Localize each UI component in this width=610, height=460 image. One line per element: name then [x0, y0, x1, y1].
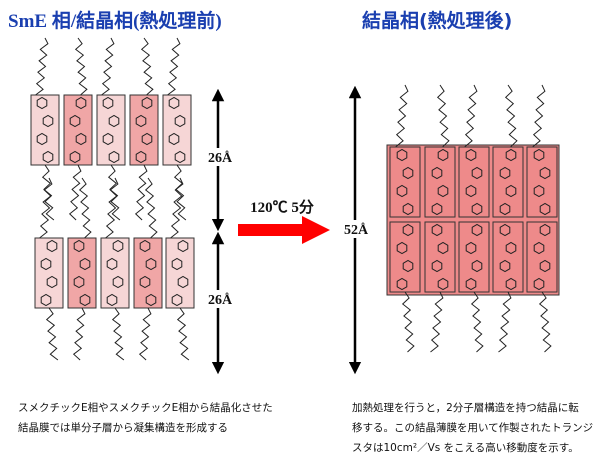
alkyl-chain: [498, 291, 512, 353]
alkyl-chain: [72, 307, 86, 361]
caption-after-line1: 加熱処理を行うと，2分子層構造を持つ結晶に転: [352, 402, 579, 414]
alkyl-chain: [39, 177, 53, 239]
title-after-annealing: 結晶相(熱処理後): [362, 10, 513, 32]
molecule-core: [499, 148, 517, 216]
alkyl-chain: [111, 307, 125, 361]
alkyl-chain: [134, 164, 148, 221]
molecule-core: [106, 239, 124, 307]
spacing-label-bottom: 26Å: [208, 292, 233, 308]
molecule-core: [36, 96, 54, 164]
molecule-box: [458, 146, 490, 218]
molecule-box: [67, 237, 97, 309]
monolayer-top: [30, 37, 192, 221]
molecule-box: [424, 146, 456, 218]
molecule-core: [40, 239, 58, 307]
alkyl-chain: [144, 177, 158, 239]
molecule-box: [133, 237, 163, 309]
molecule-box: [458, 221, 490, 293]
caption-after-line2: 移する。この結晶薄膜を用いて作製されたトランジ: [352, 422, 594, 434]
molecule-core: [73, 239, 91, 307]
alkyl-chain: [105, 177, 119, 239]
molecule-box: [526, 146, 558, 218]
alkyl-chain: [436, 84, 450, 148]
molecule-core: [135, 96, 153, 164]
molecule-box: [389, 146, 421, 218]
molecule-core: [533, 223, 551, 291]
alkyl-chain: [35, 37, 49, 96]
alkyl-chain: [107, 164, 121, 221]
caption-before: スメクチックE相やスメクチックE相から結晶化させた 結晶膜では単分子層から凝集構…: [18, 398, 273, 438]
bilayer-label: 52Å: [344, 222, 369, 238]
molecule-core: [396, 148, 414, 216]
alkyl-chain: [41, 164, 55, 221]
molecule-box: [424, 221, 456, 293]
molecule-box: [34, 237, 64, 309]
molecule-core: [465, 223, 483, 291]
alkyl-chain: [74, 37, 88, 96]
molecule-box: [492, 146, 524, 218]
molecule-core: [499, 223, 517, 291]
monolayer-bottom: [34, 177, 195, 361]
caption-after-line3: スタは10cm²／Vs をこえる高い移動度を示す。: [352, 442, 579, 454]
molecule-core: [431, 148, 449, 216]
caption-before-line1: スメクチックE相やスメクチックE相から結晶化させた: [18, 402, 273, 414]
molecule-box: [526, 221, 558, 293]
alkyl-chain: [470, 291, 484, 353]
molecule-core: [171, 239, 189, 307]
molecule-box: [30, 94, 60, 166]
alkyl-chain: [170, 177, 184, 239]
alkyl-chain: [430, 291, 444, 353]
alkyl-chain: [401, 291, 415, 353]
molecule-core: [431, 223, 449, 291]
molecule-box: [492, 221, 524, 293]
spacing-label-top: 26Å: [208, 150, 233, 166]
alkyl-chain: [167, 37, 181, 96]
title-before-annealing: SmE 相/結晶相(熱処理前): [8, 11, 222, 32]
molecule-core: [168, 96, 186, 164]
caption-before-line2: 結晶膜では単分子層から凝集構造を形成する: [18, 422, 228, 434]
molecule-box: [165, 237, 195, 309]
molecule-core: [396, 223, 414, 291]
alkyl-chain: [173, 164, 187, 221]
alkyl-chain: [176, 307, 190, 361]
alkyl-chain: [504, 84, 518, 148]
alkyl-chain: [395, 84, 409, 148]
molecule-box: [63, 94, 93, 166]
caption-after: 加熱処理を行うと，2分子層構造を持つ結晶に転 移する。この結晶薄膜を用いて作製さ…: [352, 398, 593, 458]
molecule-core: [465, 148, 483, 216]
alkyl-chain: [101, 37, 115, 96]
molecule-box: [129, 94, 159, 166]
bilayer-crystal: [386, 84, 560, 353]
alkyl-chain: [532, 84, 546, 148]
alkyl-chain: [538, 291, 552, 353]
alkyl-chain: [138, 307, 152, 361]
transition-arrow: [238, 216, 330, 244]
molecule-core: [102, 96, 120, 164]
molecule-core: [139, 239, 157, 307]
molecule-core: [69, 96, 87, 164]
molecule-box: [162, 94, 192, 166]
molecule-box: [389, 221, 421, 293]
alkyl-chain: [78, 177, 92, 239]
transition-label: 120℃ 5分: [250, 199, 314, 216]
alkyl-chain: [464, 84, 478, 148]
molecule-box: [100, 237, 130, 309]
alkyl-chain: [45, 307, 59, 361]
alkyl-chain: [68, 164, 82, 221]
molecule-box: [96, 94, 126, 166]
molecule-core: [533, 148, 551, 216]
alkyl-chain: [140, 37, 154, 96]
